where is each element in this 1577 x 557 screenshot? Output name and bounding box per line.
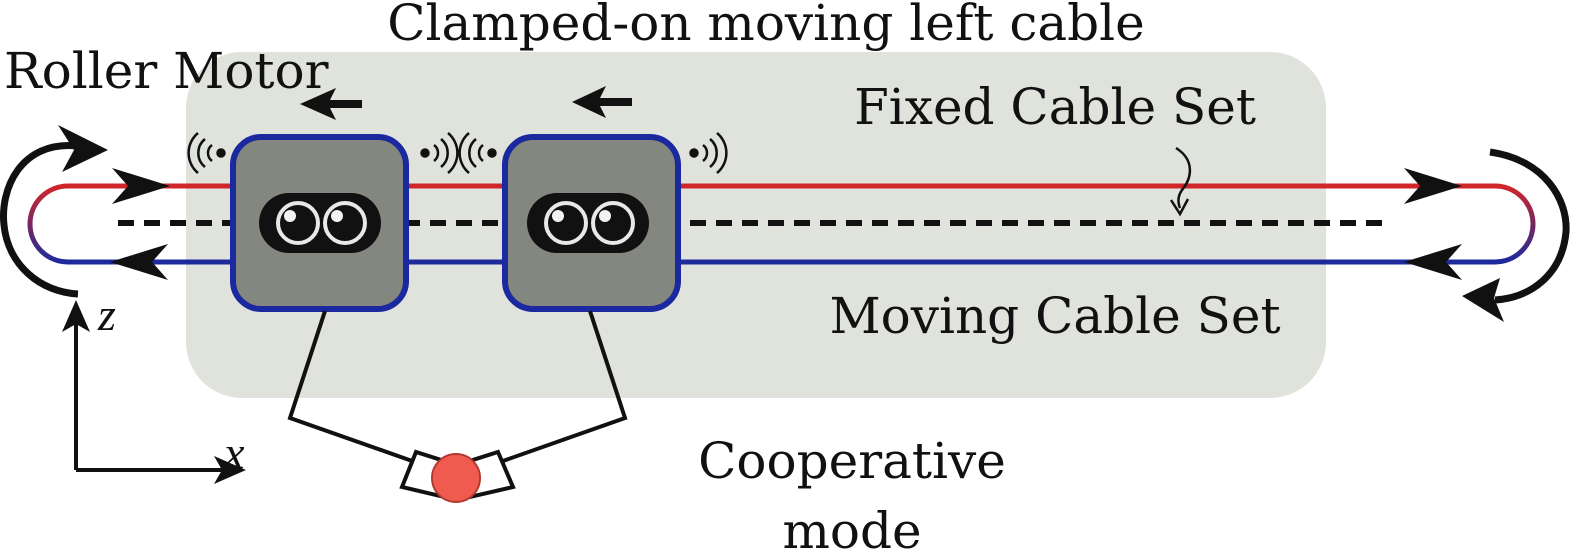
right-robot-signal-left-icon [458, 132, 497, 174]
cooperative-label-line2: mode [782, 502, 921, 557]
right-rotation-arc [1489, 148, 1570, 304]
axis-x-label: x [223, 427, 245, 478]
left-robot [187, 88, 459, 312]
left-cable-loop [27, 183, 69, 265]
left-link [287, 310, 416, 464]
fixed-cable-pointer [1175, 146, 1192, 209]
cooperative-payload [287, 310, 628, 503]
right-link [499, 310, 628, 464]
right-robot [458, 86, 728, 312]
right-robot-eye-left [544, 201, 588, 245]
x-axis-arrow-icon [214, 456, 246, 484]
left-rotation-arc [0, 142, 79, 298]
right-rotation-arrow-icon [1462, 278, 1504, 322]
z-axis-arrow-icon [62, 300, 90, 332]
left-robot-eye-right [323, 201, 367, 245]
top-cable-arrow-right [1404, 168, 1462, 204]
left-robot-signal-right-icon [420, 132, 459, 174]
right-robot-eye-right [591, 201, 635, 245]
title-label: Clamped-on moving left cable [387, 0, 1145, 52]
left-rotation-arrow-icon [58, 125, 108, 172]
fixed-cable-pointer-head [1169, 198, 1190, 217]
left-robot-motion-arrow [300, 88, 362, 120]
payload-ball [431, 453, 481, 503]
bottom-cable-arrow-right [1404, 244, 1462, 280]
moving-cable-set-label: Moving Cable Set [829, 287, 1280, 345]
bottom-cable-arrow-left [110, 244, 168, 280]
top-cable-arrow-left [112, 168, 170, 204]
right-cable-loop [1494, 183, 1536, 265]
right-robot-motion-arrow [572, 86, 632, 118]
left-robot-eye-left [276, 201, 320, 245]
cooperative-label-line1: Cooperative [698, 432, 1006, 490]
coordinate-axes: z x [62, 289, 246, 484]
fixed-cable-set-label: Fixed Cable Set [854, 78, 1256, 136]
left-robot-signal-left-icon [187, 132, 226, 174]
right-robot-signal-right-icon [689, 132, 728, 174]
axis-z-label: z [97, 289, 116, 340]
roller-motor-label: Roller Motor [4, 42, 329, 100]
